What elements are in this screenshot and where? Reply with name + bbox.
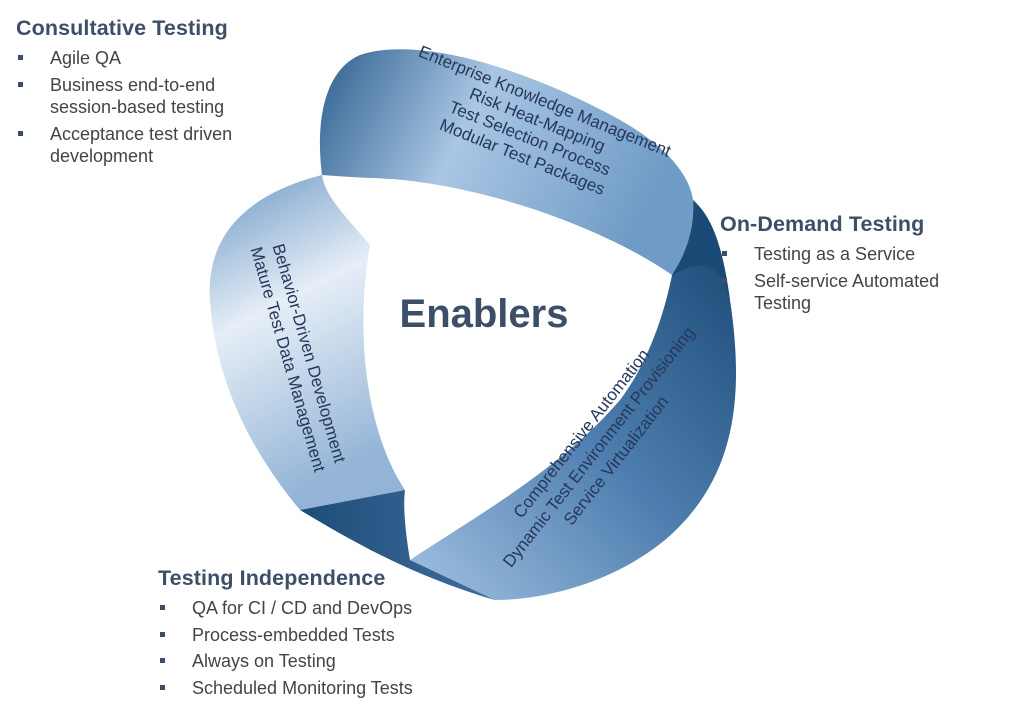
- band-right-shape: [410, 244, 737, 600]
- square-bullet-icon: [160, 605, 165, 610]
- list-item: Scheduled Monitoring Tests: [158, 677, 478, 700]
- square-bullet-icon: [160, 658, 165, 663]
- consultative-testing-title: Consultative Testing: [16, 16, 228, 40]
- list-item-text: Testing as a Service: [754, 244, 916, 264]
- list-item: Testing as a Service: [720, 243, 1010, 266]
- on-demand-testing-title: On-Demand Testing: [720, 212, 925, 236]
- list-item-text: Acceptance test driven development: [50, 123, 233, 167]
- square-bullet-icon: [18, 81, 23, 87]
- square-bullet-icon: [18, 55, 23, 60]
- list-item-text: QA for CI / CD and DevOps: [192, 598, 413, 618]
- list-item: Process-embedded Tests: [158, 624, 478, 647]
- square-bullet-icon: [722, 251, 727, 256]
- list-item: Always on Testing: [158, 650, 478, 673]
- band-top-shape: [319, 49, 694, 275]
- on-demand-testing-list: Testing as a Service Self-service Automa…: [720, 243, 1010, 315]
- consultative-testing-list: Agile QA Business end-to-end session-bas…: [16, 47, 296, 168]
- list-item: QA for CI / CD and DevOps: [158, 597, 478, 620]
- list-item: Business end-to-end session-based testin…: [16, 74, 296, 119]
- consultative-testing-block: Consultative Testing Agile QA Business e…: [16, 16, 296, 172]
- list-item-text: Scheduled Monitoring Tests: [192, 677, 413, 698]
- list-item-text: Agile QA: [50, 48, 122, 68]
- list-item: Agile QA: [16, 47, 296, 70]
- testing-independence-block: Testing Independence QA for CI / CD and …: [158, 566, 478, 703]
- list-item: Self-service Automated Testing: [720, 270, 1010, 315]
- square-bullet-icon: [160, 631, 165, 637]
- square-bullet-icon: [18, 130, 23, 136]
- band-left-shape: [209, 175, 405, 510]
- list-item-text: Process-embedded Tests: [192, 624, 395, 645]
- on-demand-testing-block: On-Demand Testing Testing as a Service S…: [720, 212, 1010, 319]
- list-item-text: Always on Testing: [192, 651, 336, 671]
- list-item: Acceptance test driven development: [16, 123, 296, 168]
- center-label: Enablers: [400, 292, 569, 336]
- band-fold-shape: [672, 200, 730, 300]
- list-item-text: Self-service Automated Testing: [754, 270, 940, 314]
- testing-independence-list: QA for CI / CD and DevOps Process-embedd…: [158, 597, 478, 699]
- square-bullet-icon: [722, 277, 727, 283]
- square-bullet-icon: [160, 684, 165, 690]
- band-bottom-shape: [300, 490, 495, 600]
- list-item-text: Business end-to-end session-based testin…: [50, 74, 225, 118]
- testing-independence-title: Testing Independence: [158, 566, 386, 590]
